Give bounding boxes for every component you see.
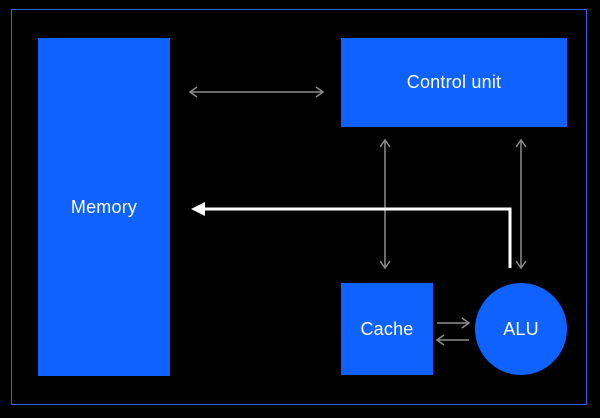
control-unit-label: Control unit (406, 72, 502, 92)
diagram-frame (11, 9, 587, 405)
memory-label: Memory (70, 196, 138, 217)
alu-block: ALU (475, 283, 567, 375)
control-unit-block: Control unit (341, 38, 567, 127)
cache-label: Cache (360, 318, 414, 339)
cache-block: Cache (341, 283, 433, 375)
alu-label: ALU (503, 318, 539, 339)
memory-block: Memory (38, 38, 170, 376)
